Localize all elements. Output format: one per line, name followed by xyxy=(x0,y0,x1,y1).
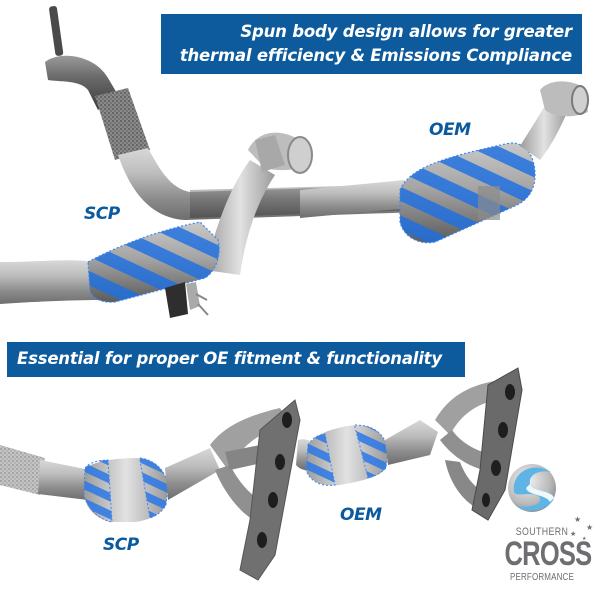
logo-line-performance: PERFORMANCE xyxy=(510,572,574,583)
logo-line-southern: SOUTHERN xyxy=(515,526,569,538)
logo-line-cross: CROSS xyxy=(504,535,593,573)
banner-bottom-text: Essential for proper OE fitment & functi… xyxy=(17,349,442,368)
svg-text:★: ★ xyxy=(582,536,587,542)
southern-cross-performance-logo: SOUTHERN CROSS PERFORMANCE ★ ★ ★ ★ ★ xyxy=(492,458,598,590)
logo-sphere-icon xyxy=(508,464,556,512)
banner-top-line2: thermal efficiency & Emissions Complianc… xyxy=(179,46,572,65)
right-exhaust-manifold xyxy=(435,367,523,521)
star-cluster-icon: ★ ★ ★ ★ ★ xyxy=(570,515,593,552)
label-top-oem: OEM xyxy=(429,120,471,140)
left-exhaust-manifold xyxy=(210,399,301,581)
svg-text:★: ★ xyxy=(574,515,581,524)
svg-text:★: ★ xyxy=(586,523,593,532)
top-exhaust-assembly xyxy=(0,6,589,318)
feature-banner-thermal-efficiency: Spun body design allows for greater ther… xyxy=(161,14,582,74)
banner-top-line1: Spun body design allows for greater xyxy=(240,22,572,41)
label-bottom-scp: SCP xyxy=(103,535,139,555)
svg-text:★: ★ xyxy=(570,530,576,538)
label-bottom-oem: OEM xyxy=(340,505,382,525)
label-top-scp: SCP xyxy=(84,204,120,224)
bottom-exhaust-assembly xyxy=(0,367,523,581)
svg-text:★: ★ xyxy=(576,544,582,552)
feature-banner-oe-fitment: Essential for proper OE fitment & functi… xyxy=(7,342,465,377)
